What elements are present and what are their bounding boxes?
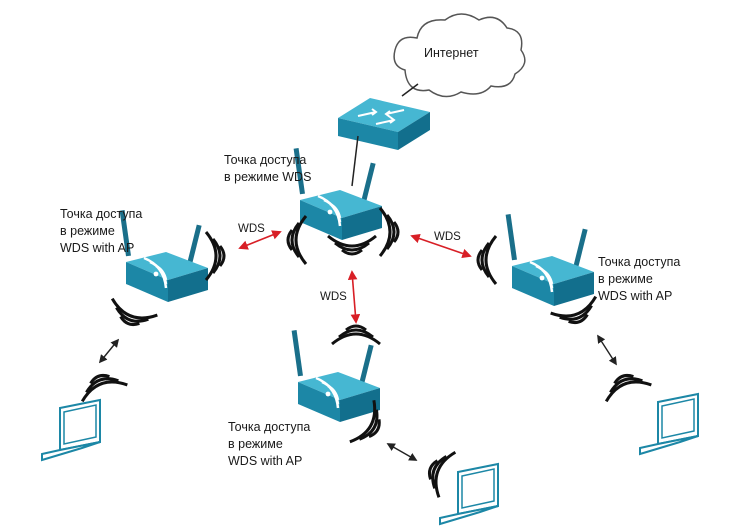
- right-access-point-icon: [504, 212, 596, 308]
- center-down-wave-icon: [326, 234, 378, 256]
- left-ap-right-wave-icon: [204, 230, 226, 282]
- client-link-right: [597, 334, 617, 366]
- wds-label-bottom: WDS: [320, 291, 347, 303]
- internet-cloud: Интернет: [393, 13, 526, 98]
- svg-text:Точка доступа: Точка доступа: [228, 420, 310, 434]
- right-ap-left-wave-icon: [476, 234, 498, 286]
- left-ap-label: Точка доступа в режиме WDS with AP: [60, 207, 142, 255]
- wds-link-right: [410, 233, 472, 259]
- bottom-access-point-icon: [290, 328, 382, 424]
- svg-text:в режиме: в режиме: [228, 437, 283, 451]
- svg-text:в режиме: в режиме: [60, 224, 115, 238]
- bottom-ap-up-wave-icon: [330, 324, 382, 346]
- center-ap-label: Точка доступа в режиме WDS: [224, 153, 311, 184]
- right-laptop-icon: [639, 393, 699, 455]
- uplink-line: [351, 135, 359, 187]
- svg-text:WDS with AP: WDS with AP: [228, 454, 302, 468]
- internet-label: Интернет: [424, 46, 479, 60]
- bottom-laptop-icon: [439, 463, 499, 525]
- bottom-laptop-wave-icon: [420, 444, 457, 499]
- wds-link-left: [238, 230, 282, 250]
- svg-text:WDS with AP: WDS with AP: [60, 241, 134, 255]
- client-link-left: [98, 338, 120, 364]
- right-ap-label: Точка доступа в режиме WDS with AP: [598, 255, 680, 303]
- svg-text:в режиме WDS: в режиме WDS: [224, 170, 311, 184]
- left-access-point-icon: [118, 208, 210, 304]
- center-access-point-icon: [292, 146, 384, 242]
- center-right-wave-icon: [378, 206, 400, 258]
- right-laptop-wave-icon: [598, 366, 653, 403]
- wds-link-bottom: [347, 270, 361, 324]
- client-link-bottom: [386, 443, 418, 461]
- svg-text:Точка доступа: Точка доступа: [598, 255, 680, 269]
- svg-text:WDS with AP: WDS with AP: [598, 289, 672, 303]
- svg-text:Точка доступа: Точка доступа: [60, 207, 142, 221]
- wds-label-left: WDS: [238, 223, 265, 235]
- left-laptop-wave-icon: [74, 366, 129, 403]
- left-laptop-icon: [41, 399, 101, 461]
- bottom-ap-label: Точка доступа в режиме WDS with AP: [228, 420, 310, 468]
- left-ap-down-wave-icon: [104, 297, 159, 334]
- switch-icon: [338, 83, 430, 150]
- wds-label-right: WDS: [434, 231, 461, 243]
- svg-text:в режиме: в режиме: [598, 272, 653, 286]
- svg-text:Точка доступа: Точка доступа: [224, 153, 306, 167]
